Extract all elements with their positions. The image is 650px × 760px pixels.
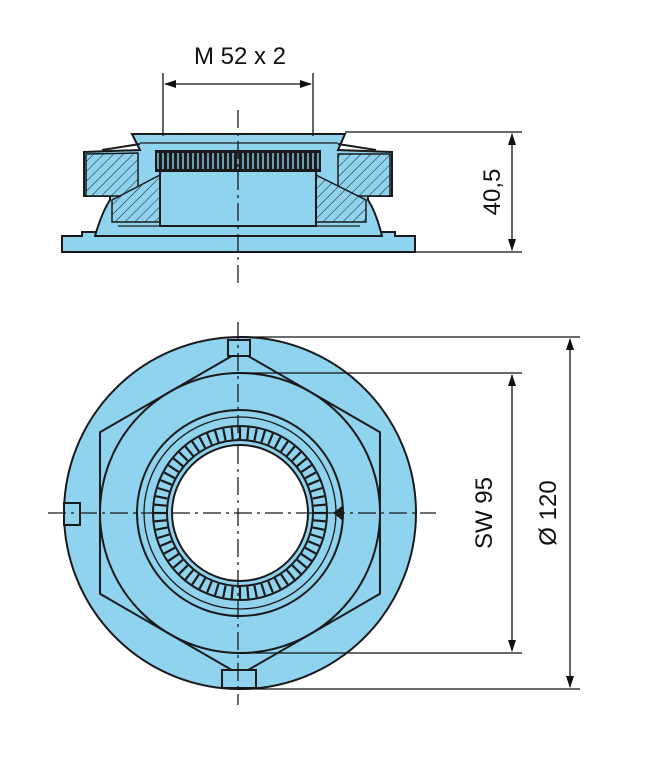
spline-tooth [167,553,180,562]
plan-view [48,322,436,705]
spline-tooth [172,559,184,569]
across-flats-label: SW 95 [471,477,498,549]
spline-tooth [184,445,194,457]
notch-bottom [221,669,257,689]
spline-tooth [167,464,180,473]
spline-tooth [273,577,282,590]
right-section-hatch [337,153,391,197]
spline-tooth [246,427,250,440]
spline-tooth [253,585,258,598]
height-label: 40,5 [479,169,506,216]
spline-tooth [260,430,267,443]
spline-tooth [304,471,317,480]
spline-tooth [313,519,326,523]
spline-tooth [246,586,250,599]
thread-dimension: M 52 x 2 [162,43,314,136]
spline-tooth [260,583,267,596]
rim-chamfer [101,143,377,151]
spline-tooth [154,519,167,523]
spline-tooth [206,433,213,446]
spline-tooth [291,451,302,462]
spline-tooth [191,440,200,453]
spline-tooth [172,457,184,467]
spline-tooth [267,580,274,593]
spline-tooth [300,553,313,562]
spline-tooth [206,580,213,593]
spline-tooth [296,559,308,569]
spline-tooth [178,451,189,462]
spline-tooth [230,427,234,440]
spline-teeth [157,153,319,169]
across-flats-dimension: SW 95 [240,372,522,654]
left-section-hatch [85,152,139,197]
spline-tooth [312,495,325,500]
spline-tooth [307,540,320,547]
spline-tooth [300,464,313,473]
spline-tooth [222,585,227,598]
spline-tooth [273,436,282,449]
spline-tooth [286,569,296,581]
spline-tooth [310,533,323,540]
spline-tooth [313,503,326,507]
spline-tooth [267,433,274,446]
spline-tooth [280,573,289,586]
spline-tooth [157,486,170,493]
spline-tooth [198,436,207,449]
notch-left [63,502,81,526]
section-view [61,110,416,286]
diameter-label: Ø 120 [535,480,562,545]
spline-tooth [155,495,168,500]
spline-tooth [304,546,317,555]
spline-tooth [154,503,167,507]
spline-tooth [280,440,289,453]
spline-tooth [160,479,173,486]
spline-tooth [178,564,189,575]
spline-tooth [222,428,227,441]
spline-tooth [191,573,200,586]
spline-tooth [184,569,194,581]
spline-tooth [310,486,323,493]
spline-tooth [198,577,207,590]
spline-tooth [296,457,308,467]
spline-tooth [163,471,176,480]
radial-spline-teeth [154,427,326,599]
spline-tooth [155,526,168,531]
spline-tooth [312,526,325,531]
spline-tooth [286,445,296,457]
height-dimension: 40,5 [345,131,522,253]
notch-top [227,339,251,357]
spline-tooth [213,583,220,596]
spline-tooth [230,586,234,599]
spline-tooth [291,564,302,575]
spline-tooth [307,479,320,486]
spline-tooth [160,540,173,547]
spline-tooth [163,546,176,555]
thread-label: M 52 x 2 [194,43,286,70]
spline-tooth [157,533,170,540]
spline-tooth [253,428,258,441]
diameter-dimension: Ø 120 [240,336,580,690]
spline-tooth [213,430,220,443]
